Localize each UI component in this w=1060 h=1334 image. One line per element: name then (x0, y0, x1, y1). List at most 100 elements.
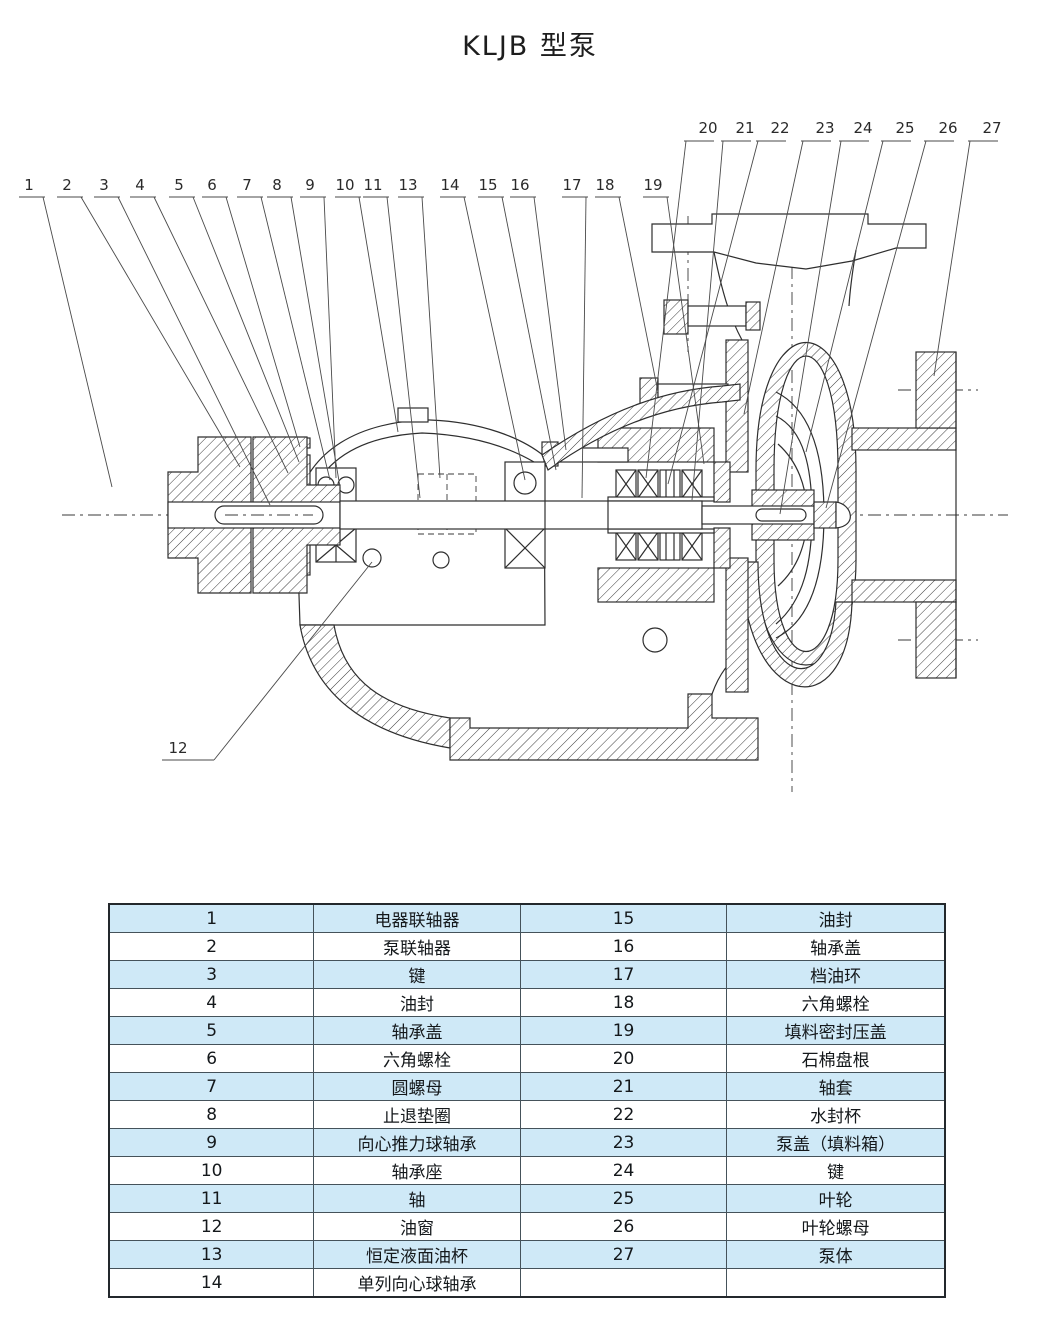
callout-23: 23 (743, 119, 835, 415)
callout-15: 15 (478, 176, 557, 471)
svg-text:27: 27 (982, 119, 1001, 137)
svg-text:5: 5 (174, 176, 184, 194)
svg-text:2: 2 (62, 176, 72, 194)
svg-text:7: 7 (242, 176, 252, 194)
part-name-cell: 油封 (726, 903, 946, 933)
part-name-cell: 轴承盖 (313, 1016, 521, 1045)
svg-text:25: 25 (895, 119, 914, 137)
svg-text:1: 1 (24, 176, 34, 194)
part-no-cell: 18 (519, 988, 728, 1017)
part-no-cell: 13 (108, 1240, 315, 1269)
svg-text:9: 9 (305, 176, 315, 194)
discharge-flange (651, 213, 927, 341)
part-name-cell: 圆螺母 (313, 1072, 521, 1101)
part-no-cell: 1 (108, 903, 315, 933)
part-name-cell: 叶轮螺母 (726, 1212, 946, 1241)
svg-text:6: 6 (207, 176, 217, 194)
part-name-cell: 恒定液面油杯 (313, 1240, 521, 1269)
callout-1: 1 (19, 176, 113, 488)
callout-27: 27 (933, 119, 1002, 377)
part-no-cell: 16 (519, 932, 728, 961)
svg-text:21: 21 (735, 119, 754, 137)
part-no-cell: 25 (519, 1184, 728, 1213)
svg-text:22: 22 (770, 119, 789, 137)
part-name-cell: 轴承座 (313, 1156, 521, 1185)
callout-24: 24 (779, 119, 873, 515)
svg-text:10: 10 (335, 176, 354, 194)
callout-17: 17 (562, 176, 588, 499)
callout-21: 21 (691, 119, 755, 501)
part-name-cell: 叶轮 (726, 1184, 946, 1213)
part-no-cell: 20 (519, 1044, 728, 1073)
svg-text:17: 17 (562, 176, 581, 194)
part-no-cell: 14 (108, 1268, 315, 1298)
svg-text:23: 23 (815, 119, 834, 137)
callout-22: 22 (667, 119, 790, 485)
part-name-cell: 电器联轴器 (313, 903, 521, 933)
callout-3: 3 (94, 176, 271, 506)
part-no-cell: 10 (108, 1156, 315, 1185)
callout-19: 19 (643, 176, 705, 465)
part-name-cell: 轴套 (726, 1072, 946, 1101)
part-no-cell: 2 (108, 932, 315, 961)
callout-11: 11 (363, 176, 421, 499)
impeller-nut (813, 501, 837, 529)
svg-text:4: 4 (135, 176, 145, 194)
packing-rings (615, 469, 703, 561)
part-no-cell: 21 (519, 1072, 728, 1101)
svg-text:16: 16 (510, 176, 529, 194)
part-name-cell: 档油环 (726, 960, 946, 989)
callout-10: 10 (335, 176, 399, 433)
part-name-cell: 轴 (313, 1184, 521, 1213)
callout-9: 9 (300, 176, 337, 479)
part-name-cell: 键 (726, 1156, 946, 1185)
part-no-cell: 11 (108, 1184, 315, 1213)
part-name-cell: 向心推力球轴承 (313, 1128, 521, 1157)
part-name-cell: 轴承盖 (726, 932, 946, 961)
callout-26: 26 (825, 119, 958, 509)
svg-text:11: 11 (363, 176, 382, 194)
callout-6: 6 (202, 176, 301, 448)
shaft (339, 500, 703, 530)
part-name-cell: 六角螺栓 (313, 1044, 521, 1073)
svg-text:18: 18 (595, 176, 614, 194)
callout-5: 5 (169, 176, 300, 463)
svg-text:3: 3 (99, 176, 109, 194)
part-no-cell: 4 (108, 988, 315, 1017)
part-no-cell: 23 (519, 1128, 728, 1157)
shaft-assembly (167, 436, 851, 594)
part-name-cell: 单列向心球轴承 (313, 1268, 521, 1298)
part-no-cell: 9 (108, 1128, 315, 1157)
callout-25: 25 (805, 119, 915, 453)
base-pedestal (299, 624, 759, 761)
callout-8: 8 (267, 176, 341, 488)
part-no-cell: 24 (519, 1156, 728, 1185)
svg-text:26: 26 (938, 119, 957, 137)
callout-14: 14 (440, 176, 526, 481)
part-no-cell: 19 (519, 1016, 728, 1045)
part-name-cell: 泵体 (726, 1240, 946, 1269)
callout-16: 16 (510, 176, 567, 451)
part-name-cell: 油窗 (313, 1212, 521, 1241)
part-no-cell (519, 1268, 728, 1298)
part-no-cell: 8 (108, 1100, 315, 1129)
part-name-cell: 泵盖（填料箱） (726, 1128, 946, 1157)
callout-13: 13 (398, 176, 441, 479)
gland (713, 461, 731, 503)
callout-4: 4 (130, 176, 289, 474)
page-title: KLJB 型泵 (462, 31, 598, 62)
svg-text:19: 19 (643, 176, 662, 194)
callout-7: 7 (237, 176, 331, 481)
svg-text:13: 13 (398, 176, 417, 194)
